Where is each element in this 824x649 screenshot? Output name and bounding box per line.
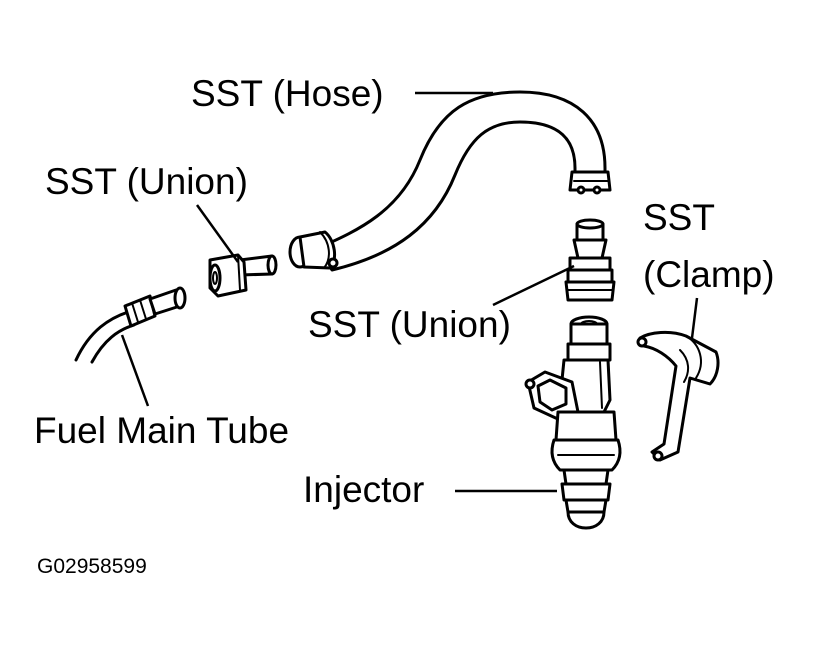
figure-code: G02958599	[37, 555, 147, 578]
injector	[524, 315, 622, 530]
sst-union-left	[208, 253, 278, 298]
label-sst-clamp-line1: SST	[643, 197, 715, 238]
label-fuel-main-tube: Fuel Main Tube	[34, 410, 289, 451]
leader-sst-union-right	[492, 264, 575, 307]
fuel-main-tube	[74, 286, 187, 364]
sst-clamp	[636, 330, 720, 462]
sst-union-right	[564, 218, 616, 302]
leader-sst-clamp	[690, 297, 699, 339]
leader-sst-union-left	[195, 204, 240, 263]
leader-fuel-main-tube	[120, 334, 150, 407]
label-sst-hose: SST (Hose)	[191, 73, 384, 114]
sst-hose	[288, 90, 612, 272]
label-sst-union-right: SST (Union)	[308, 304, 511, 345]
label-sst-union-left: SST (Union)	[45, 161, 248, 202]
label-injector: Injector	[303, 469, 424, 510]
label-sst-clamp-line2: (Clamp)	[643, 254, 775, 295]
